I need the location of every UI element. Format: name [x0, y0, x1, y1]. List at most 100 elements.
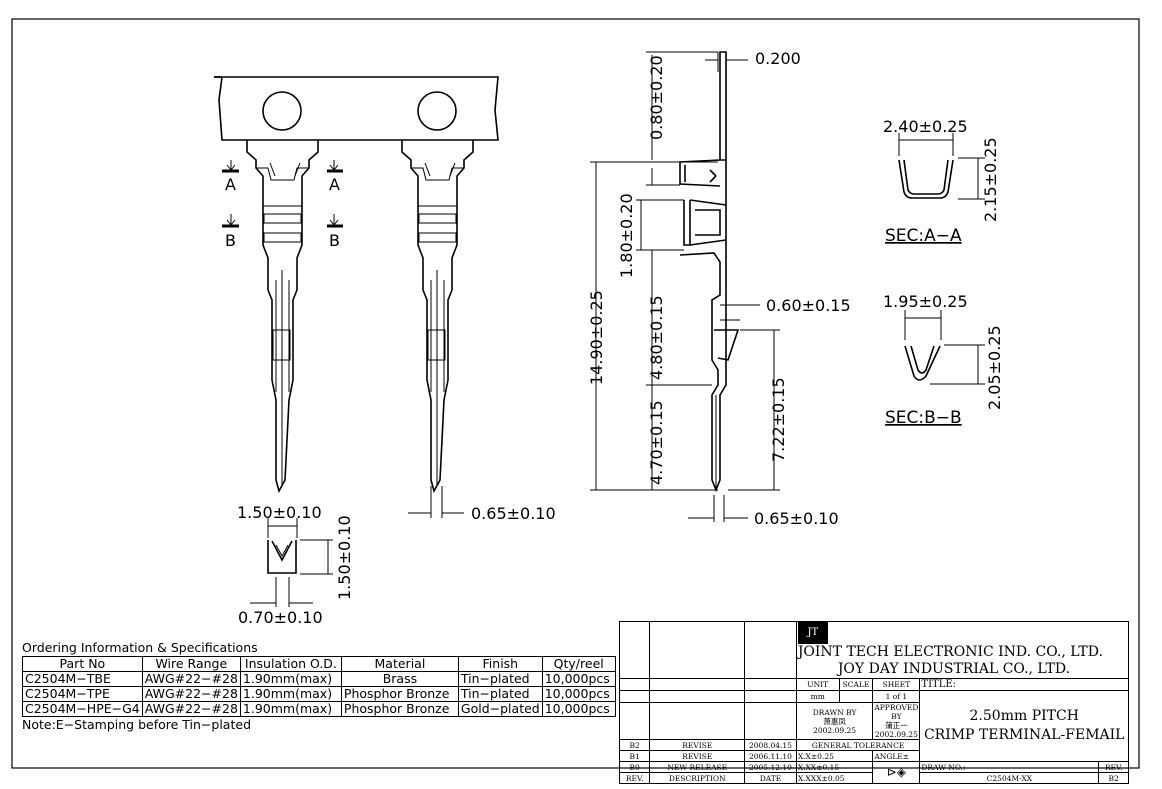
tolerance-2: X.XX±0.15 [795, 761, 874, 773]
section-mark-a-left: A [225, 175, 236, 194]
date-cell: 2005.12.10 [744, 761, 797, 773]
finish-cell: Tin−plated [457, 671, 543, 687]
dim-0-65-side: 0.65±0.10 [754, 509, 839, 528]
draw-no-label: DRAW NO.: [919, 761, 1100, 773]
col-part-no: Part No [22, 656, 143, 672]
tolerance-3: X.XXX±0.05 [795, 772, 874, 784]
unit-label: UNIT [795, 678, 840, 691]
col-wire-range: Wire Range [141, 656, 241, 672]
date-cell: 2008.04.15 [744, 739, 797, 751]
desc-cell: NEW RELEASE [649, 761, 746, 773]
rev-header: REV. [618, 772, 651, 784]
wire-range-cell: AWG#22−#28 [141, 686, 241, 702]
desc-cell: REVISE [649, 750, 746, 762]
drawing-title: 2.50mm PITCH CRIMP TERMINAL-FEMAIL [919, 690, 1129, 762]
section-a-a-label: SEC:A−A [885, 226, 962, 246]
wire-range-cell: AWG#22−#28 [141, 671, 241, 687]
ordering-header-row: Part No Wire Range Insulation O.D. Mater… [22, 656, 616, 672]
date-cell: 2006.11.10 [744, 750, 797, 762]
dim-7-22: 7.22±0.15 [769, 377, 788, 462]
description-header: DESCRIPTION [649, 772, 746, 784]
front-view-drawing: A A B B 0.65±0.10 [214, 76, 556, 523]
ordering-table: Part No Wire Range Insulation O.D. Mater… [22, 656, 616, 717]
part-no-cell: C2504M−TBE [22, 671, 143, 687]
section-b-b-drawing: 1.95±0.25 2.05±0.25 SEC:B−B [883, 292, 1004, 428]
title-line-2: CRIMP TERMINAL-FEMAIL [923, 727, 1125, 743]
table-row: C2504M−TPE AWG#22−#28 1.90mm(max) Phosph… [22, 686, 616, 702]
finish-cell: Gold−plated [457, 701, 543, 717]
ordering-caption: Ordering Information & Specifications [22, 640, 258, 655]
title-block: JT JOINT TECH ELECTRONIC IND. CO., LTD. … [618, 621, 1130, 784]
col-finish: Finish [457, 656, 543, 672]
dim-1-80-upper: 1.80±0.20 [617, 193, 636, 278]
unit-value: mm [795, 690, 840, 703]
tolerance-1: X.X±0.25 [795, 750, 874, 762]
angle-label: ANGLE± [872, 750, 921, 762]
dim-1-50-height: 1.50±0.10 [335, 515, 354, 600]
sheet-border [11, 18, 1140, 769]
dim-0-200: 0.200 [755, 49, 801, 68]
title-line-1: 2.50mm PITCH [969, 708, 1079, 724]
wire-range-cell: AWG#22−#28 [141, 701, 241, 717]
material-cell: Phosphor Bronze [340, 701, 459, 717]
dim-2-40: 2.40±0.25 [883, 117, 968, 136]
part-no-cell: C2504M−HPE−G4 [22, 701, 143, 717]
rev-label: REV. [1098, 761, 1129, 773]
dim-2-05: 2.05±0.25 [985, 325, 1004, 410]
company-logo-icon: JT [797, 622, 828, 644]
title-label: TITLE: [919, 678, 1129, 691]
dim-14-90: 14.90±0.25 [587, 290, 606, 385]
rev-cell: B0 [618, 761, 651, 773]
ordering-info: Ordering Information & Specifications Pa… [22, 640, 616, 733]
dim-0-70: 0.70±0.10 [238, 608, 323, 627]
table-row: C2504M−TBE AWG#22−#28 1.90mm(max) Brass … [22, 671, 616, 687]
date-header: DATE [744, 772, 797, 784]
table-row: C2504M−HPE−G4 AWG#22−#28 1.90mm(max) Pho… [22, 701, 616, 717]
rev-cell: B2 [618, 739, 651, 751]
dim-1-50-width: 1.50±0.10 [237, 503, 322, 522]
dim-1-95: 1.95±0.25 [883, 292, 968, 311]
general-tolerance-label: GENERAL TOLERANCE [795, 739, 921, 751]
insulation-cell: 1.90mm(max) [239, 701, 342, 717]
insulation-cell: 1.90mm(max) [239, 686, 342, 702]
dim-4-70: 4.70±0.15 [647, 400, 666, 485]
company-name-1: JOINT TECH ELECTRONIC IND. CO., LTD. [797, 644, 1103, 660]
section-mark-a-right: A [329, 175, 340, 194]
dim-0-65-front: 0.65±0.10 [471, 504, 556, 523]
desc-cell: REVISE [649, 739, 746, 751]
qty-cell: 10,000pcs [541, 686, 616, 702]
projection-symbol-icon: ⊳◈ [872, 761, 921, 784]
part-no-cell: C2504M−TPE [22, 686, 143, 702]
sheet-label: SHEET [872, 678, 921, 691]
col-insulation: Insulation O.D. [239, 656, 342, 672]
ordering-note: Note:E−Stamping before Tin−plated [22, 717, 251, 732]
section-b-b-label: SEC:B−B [885, 408, 962, 428]
material-cell: Phosphor Bronze [340, 686, 459, 702]
company-name-block: JT JOINT TECH ELECTRONIC IND. CO., LTD. … [795, 621, 1130, 679]
section-mark-b-right: B [329, 231, 340, 250]
dim-4-80: 4.80±0.15 [647, 295, 666, 380]
draw-no-value: C2504M-XX [919, 772, 1100, 784]
side-view-drawing: 0.200 0.80±0.20 1.80±0.20 14.90±0.25 4.8… [587, 49, 851, 528]
col-material: Material [340, 656, 459, 672]
dim-2-15: 2.15±0.25 [981, 137, 1000, 222]
col-qty: Qty/reel [541, 656, 616, 672]
scale-label: SCALE [838, 678, 874, 691]
finish-cell: Tin−plated [457, 686, 543, 702]
qty-cell: 10,000pcs [541, 671, 616, 687]
rev-value: B2 [1098, 772, 1129, 784]
section-mark-b-left: B [225, 231, 236, 250]
material-cell: Brass [340, 671, 459, 687]
company-name-2: JOY DAY INDUSTRIAL CO., LTD. [837, 661, 1071, 677]
end-section-drawing: 1.50±0.10 1.50±0.10 0.70±0.10 [237, 503, 354, 627]
sheet-value: 1 of 1 [872, 690, 921, 703]
rev-cell: B1 [618, 750, 651, 762]
dim-0-60: 0.60±0.15 [766, 296, 851, 315]
dim-0-80: 0.80±0.20 [647, 55, 666, 140]
section-a-a-drawing: 2.40±0.25 2.15±0.25 SEC:A−A [883, 117, 1000, 246]
scale-value [838, 690, 874, 703]
qty-cell: 10,000pcs [541, 701, 616, 717]
